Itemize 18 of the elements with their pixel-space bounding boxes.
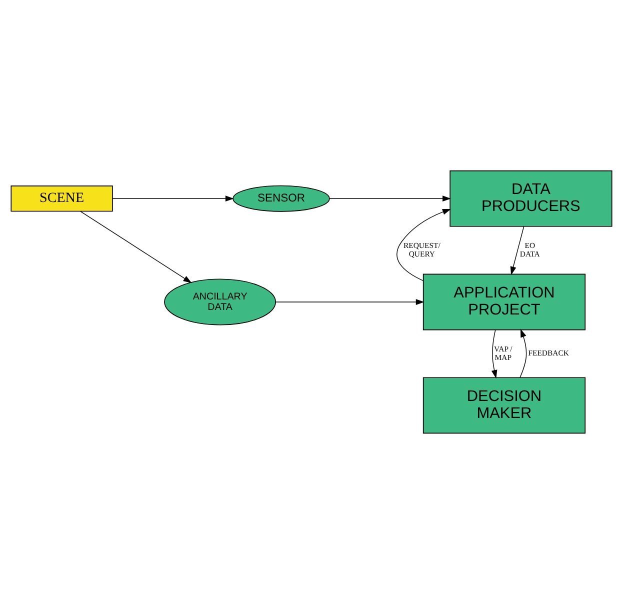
node-box: DATA PRODUCERS [450, 170, 612, 226]
node-ellipse: ANCILLARY DATA [164, 278, 276, 325]
edge-label: REQUEST/ QUERY [403, 240, 440, 258]
arrow [520, 328, 527, 378]
edge-label: VAP / MAP [494, 344, 512, 362]
arrow [275, 298, 424, 304]
edge-label: FEEDBACK [528, 348, 569, 358]
arrow [491, 328, 498, 378]
node-box: APPLICATION PROJECT [422, 273, 586, 330]
arrow [80, 210, 192, 283]
edge-label: EO DATA [520, 240, 540, 258]
arrow [329, 195, 451, 202]
node-ellipse: SENSOR [232, 184, 330, 212]
arrow [510, 226, 524, 275]
node-box: SCENE [10, 185, 113, 212]
node-box: DECISION MAKER [422, 376, 586, 434]
arrow [396, 208, 451, 281]
arrow [112, 195, 234, 202]
